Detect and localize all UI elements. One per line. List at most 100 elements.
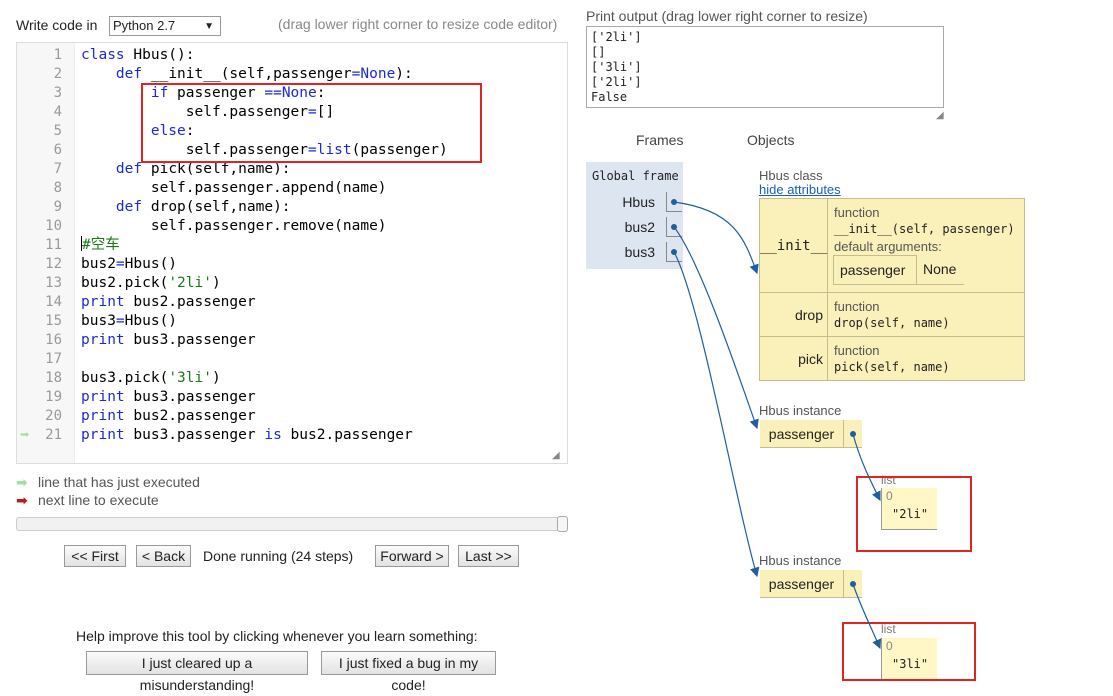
resize-grip-icon[interactable]: ◢ [936, 110, 944, 121]
code-text: bus3.pick('3li') [81, 370, 221, 386]
code-text: bus2=Hbus() [81, 256, 178, 272]
code-text: print bus3.passenger is bus2.passenger [81, 427, 413, 443]
legend-just-executed: ➡line that has just executed [16, 474, 200, 491]
function-signature: __init__(self, passenger) [834, 222, 1015, 236]
line-number: 2 [53, 66, 62, 82]
code-line: 4 self.passenger=[] [17, 103, 567, 122]
code-text: print bus3.passenger [81, 332, 256, 348]
line-number: 9 [53, 199, 62, 215]
class-title: Hbus class [759, 168, 823, 183]
legend-next-line: ➡ next line to execute [16, 492, 159, 509]
execution-slider-handle[interactable] [557, 516, 568, 532]
code-line: 14 print bus2.passenger [17, 293, 567, 312]
line-number: 14 [45, 294, 62, 310]
pointer-dot [850, 431, 856, 437]
code-text: print bus2.passenger [81, 294, 256, 310]
line-number: 3 [53, 85, 62, 101]
list-object: 0 "2li" [881, 488, 937, 530]
line-number: 4 [53, 104, 62, 120]
line-number: 7 [53, 161, 62, 177]
var-name-bus3: bus3 [624, 244, 655, 260]
attr-name: drop [760, 293, 828, 336]
code-text: self.passenger=list(passenger) [81, 142, 448, 158]
line-number: 12 [45, 256, 62, 272]
frames-header: Frames [636, 132, 684, 148]
resize-grip-icon[interactable]: ◢ [552, 450, 560, 461]
list-index: 0 [886, 489, 893, 503]
default-args-label: default arguments: [834, 239, 942, 254]
global-frame-title: Global frame [592, 169, 679, 183]
instance-attr-name: passenger [760, 420, 844, 448]
current-line-arrow-icon: ➡ [20, 425, 30, 444]
code-line: 21➡print bus3.passenger is bus2.passenge… [17, 425, 567, 445]
list-title: list [881, 622, 896, 636]
first-button[interactable]: << First [64, 545, 126, 567]
back-button[interactable]: < Back [136, 545, 191, 567]
line-number: 17 [45, 351, 62, 367]
print-output-box[interactable]: ['2li'] [] ['3li'] ['2li'] False [586, 26, 944, 108]
attr-name: pick [760, 337, 828, 381]
execution-slider-fill [17, 518, 567, 530]
code-text: class Hbus(): [81, 47, 195, 63]
instance-title: Hbus instance [759, 553, 842, 568]
pointer-arrow [673, 201, 759, 275]
function-label: function [834, 343, 880, 358]
default-param-name: passenger [833, 255, 916, 285]
line-gutter [17, 43, 75, 463]
line-number: 20 [45, 408, 62, 424]
line-number: 1 [53, 47, 62, 63]
execution-slider[interactable] [16, 516, 568, 532]
print-output-label: Print output (drag lower right corner to… [586, 8, 868, 24]
attr-name: __init__ [760, 199, 828, 292]
forward-button[interactable]: Forward > [375, 545, 449, 567]
instance-object: passenger [760, 420, 862, 448]
objects-header: Objects [747, 132, 795, 148]
code-text: self.passenger=[] [81, 104, 335, 120]
fixed-bug-button[interactable]: I just fixed a bug in my code! [321, 651, 496, 693]
code-text: self.passenger.remove(name) [81, 218, 387, 234]
code-line: 7 def pick(self,name): [17, 160, 567, 179]
line-number: 16 [45, 332, 62, 348]
execution-status: Done running (24 steps) [203, 548, 354, 564]
cleared-misunderstanding-button[interactable]: I just cleared up a misunderstanding! [86, 651, 308, 693]
list-annotation-box [842, 622, 976, 681]
code-text: def pick(self,name): [115, 161, 291, 177]
red-arrow-icon: ➡ [16, 492, 28, 508]
legend-just-executed-label: line that has just executed [38, 474, 200, 490]
var-name-bus2: bus2 [624, 219, 655, 235]
code-line: 16 print bus3.passenger [17, 331, 567, 350]
language-select[interactable]: Python 2.7 ▼ [109, 16, 221, 36]
code-line: 6 self.passenger=list(passenger) [17, 141, 567, 160]
legend-next-line-label: next line to execute [38, 492, 159, 508]
code-text: def drop(self,name): [115, 199, 291, 215]
instance-object: passenger [760, 570, 862, 598]
hide-attributes-link[interactable]: hide attributes [759, 182, 841, 197]
pointer-arrow [673, 251, 760, 578]
line-number: 5 [53, 123, 62, 139]
class-attr-init: __init__ function __init__(self, passeng… [760, 199, 1024, 293]
function-signature: drop(self, name) [834, 316, 950, 330]
line-number: 6 [53, 142, 62, 158]
chevron-down-icon: ▼ [204, 21, 214, 32]
list-value: "3li" [892, 657, 929, 671]
code-text: #空车 [81, 236, 120, 253]
line-number: 15 [45, 313, 62, 329]
pointer-dot [671, 249, 677, 255]
code-line: 1 class Hbus(): [17, 46, 567, 65]
code-annotation-box [141, 83, 482, 163]
line-number: 10 [45, 218, 62, 234]
feedback-prompt: Help improve this tool by clicking whene… [76, 628, 478, 644]
instance-attr-name: passenger [760, 570, 844, 598]
resize-hint: (drag lower right corner to resize code … [278, 16, 558, 32]
instance-title: Hbus instance [759, 403, 842, 418]
code-line: 11#空车 [17, 236, 567, 255]
last-button[interactable]: Last >> [458, 545, 519, 567]
write-code-label: Write code in [16, 17, 98, 33]
code-text: print bus3.passenger [81, 389, 256, 405]
list-index: 0 [886, 639, 893, 653]
